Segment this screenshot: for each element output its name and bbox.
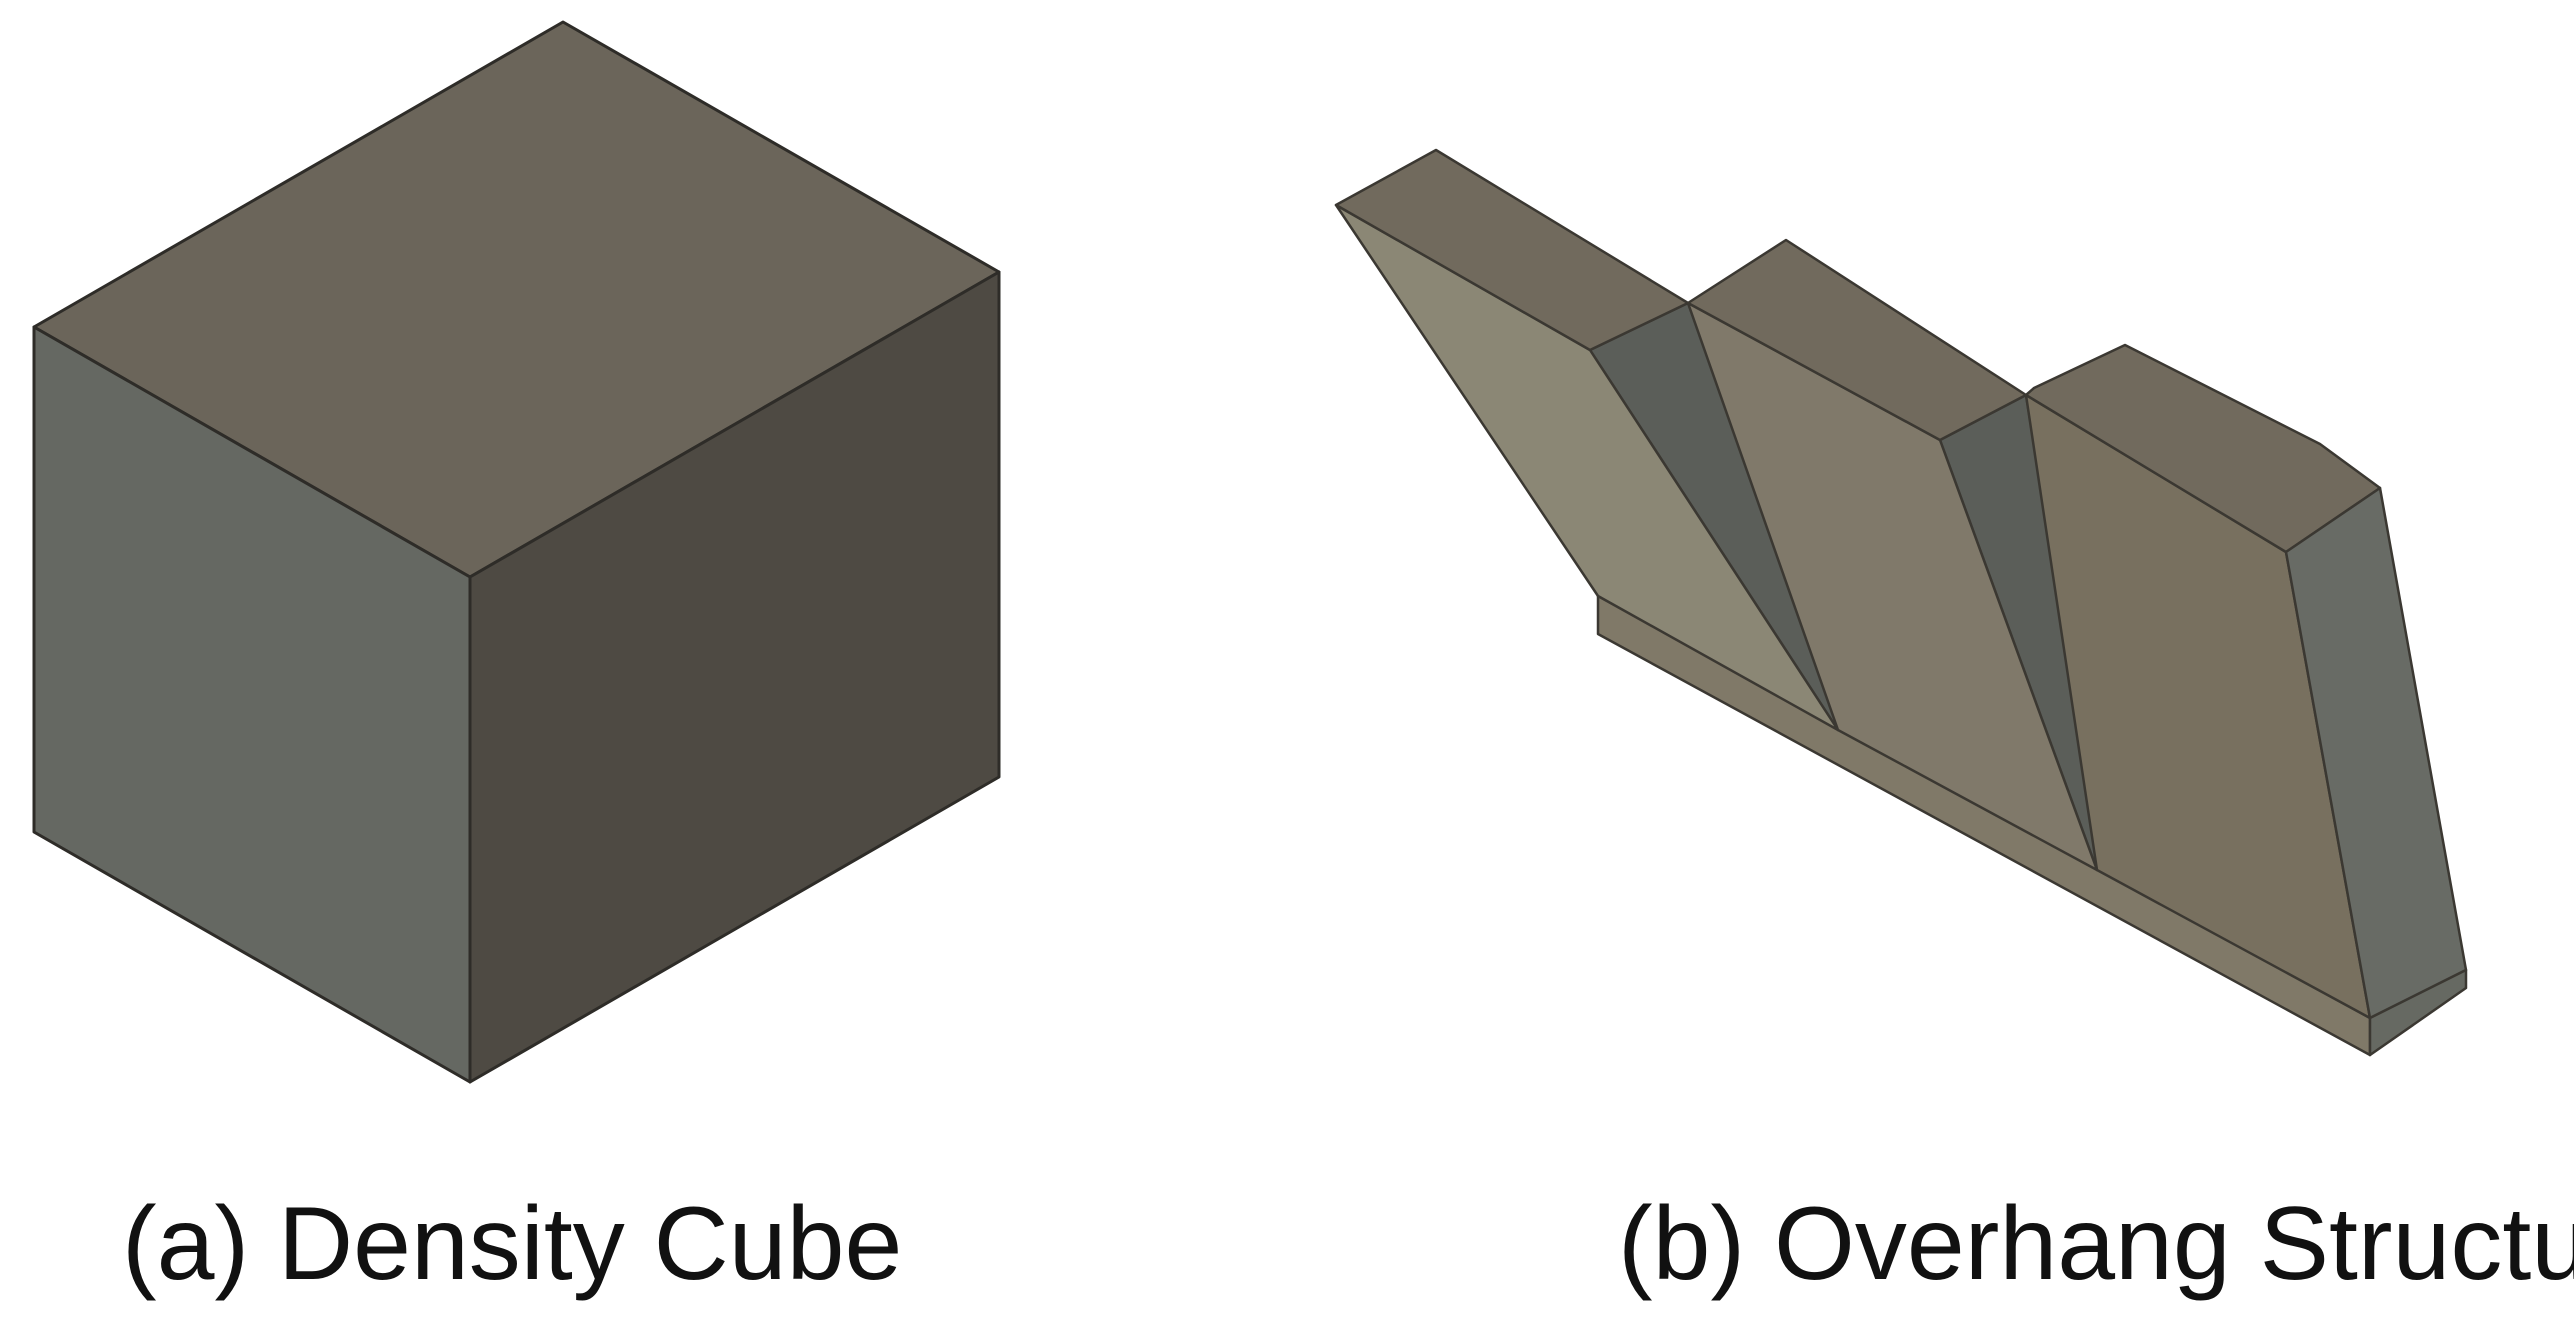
density-cube [32, 20, 1001, 1084]
caption-density-cube: (a) Density Cube [122, 1186, 903, 1302]
end-cap-bottom [2368, 968, 2468, 1057]
caption-overhang-structure: (b) Overhang Structure [1618, 1186, 2574, 1302]
overhang-structure [1334, 148, 2468, 1057]
cube-right-face [468, 270, 1001, 1084]
